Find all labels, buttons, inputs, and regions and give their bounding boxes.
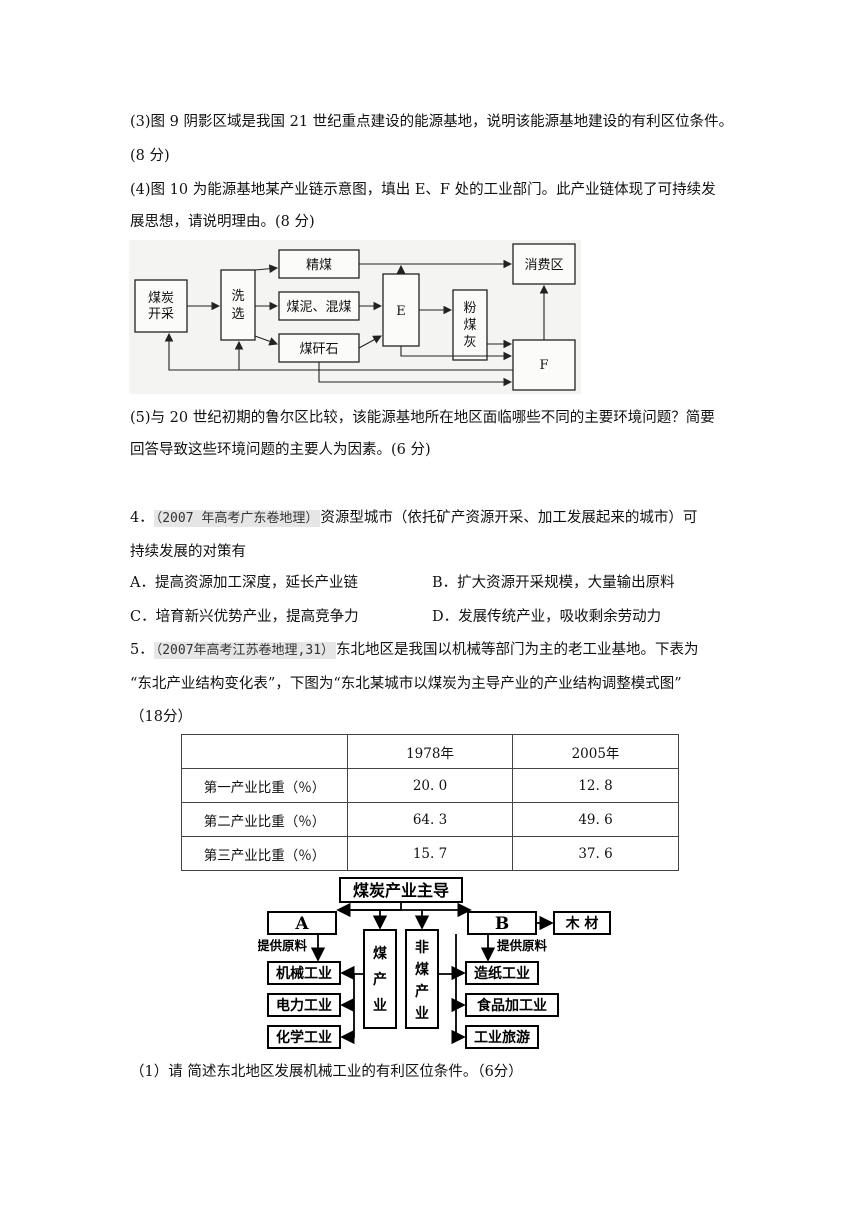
- box-ash: [452, 289, 488, 361]
- q3-part5-line2: 回答导致这些环境问题的主要人为因素。(6 分): [130, 442, 431, 458]
- q4-text-line1: 资源型城市（依托矿产资源开采、加工发展起来的城市）可: [320, 510, 698, 526]
- label-gangue: 煤矸石: [299, 342, 338, 357]
- table-row: 第三产业比重（％） 15. 7 37. 6: [181, 836, 679, 871]
- table-header-cell: 2005年: [512, 734, 679, 769]
- box-paper: [465, 961, 539, 985]
- box-slurry: [278, 291, 360, 321]
- label-consumer: 消费区: [524, 258, 563, 273]
- table-header-cell: [181, 734, 348, 769]
- label-power: 电力工业: [276, 997, 332, 1014]
- box-consumer: [512, 243, 576, 285]
- q3-part5-line1: (5)与 20 世纪初期的鲁尔区比较，该能源基地所在地区面临哪些不同的主要环境问…: [130, 410, 715, 426]
- industry-chain-diagram: 煤炭 开采 洗 选 精煤 煤泥、混煤 煤矸石 E 粉 煤 灰 消费区 F: [129, 240, 581, 394]
- q4-text-line2: 持续发展的对策有: [130, 544, 246, 560]
- q5-text-line2: “东北产业结构变化表”，下图为“东北某城市以煤炭为主导产业的产业结构调整模式图”: [130, 676, 682, 692]
- label-noncoal-4: 业: [415, 1006, 429, 1022]
- table-cell: 20. 0: [347, 768, 513, 803]
- label-coal-ind-3: 业: [373, 998, 387, 1014]
- label-coal-ind-2: 产: [373, 971, 387, 988]
- q5-source-tag: （2007年高考江苏卷地理,31）: [153, 642, 337, 659]
- label-washing-1: 洗: [231, 289, 244, 304]
- label-A: A: [294, 914, 309, 934]
- table-cell: 49. 6: [512, 802, 679, 837]
- q4-option-c: C．培育新兴优势产业，提高竞争力: [130, 609, 359, 625]
- box-food: [465, 993, 559, 1017]
- q3-part4-line2: 展思想，请说明理由。(8 分): [130, 214, 315, 230]
- q4-option-d: D．发展传统产业，吸收剩余劳动力: [432, 609, 662, 625]
- label-fine-coal: 精煤: [306, 258, 332, 273]
- table-cell: 12. 8: [512, 768, 679, 803]
- box-wood: [553, 911, 611, 935]
- q5-line1: 5．（2007年高考江苏卷地理,31）东北地区是我国以机械等部门为主的老工业基地…: [130, 640, 699, 661]
- label-coal-ind-1: 煤: [373, 945, 388, 962]
- box-power: [267, 993, 341, 1017]
- q4-line1: 4．（2007 年高考广东卷地理）资源型城市（依托矿产资源开采、加工发展起来的城…: [130, 508, 697, 529]
- label-F: F: [539, 358, 548, 373]
- label-noncoal-2: 煤: [415, 961, 430, 978]
- table-cell: 37. 6: [512, 836, 679, 871]
- label-mining-2: 开采: [148, 307, 174, 322]
- label-wood: 木 材: [565, 915, 599, 932]
- box-non-coal-industry: [405, 929, 439, 1029]
- box-coal-leading: [339, 877, 463, 903]
- industry-structure-table: 1978年 2005年 第一产业比重（％） 20. 0 12. 8 第二产业比重…: [181, 734, 679, 871]
- box-machinery: [267, 961, 341, 985]
- label-machinery: 机械工业: [276, 965, 332, 982]
- q4-number: 4．: [130, 510, 154, 526]
- q5-text-line3: （18分）: [130, 709, 192, 725]
- table-cell: 第二产业比重（％）: [181, 802, 348, 837]
- box-fine-coal: [278, 249, 360, 279]
- label-B: B: [495, 914, 509, 934]
- label-mining-1: 煤炭: [148, 291, 174, 306]
- label-noncoal-1: 非: [415, 939, 429, 956]
- table-row: 第一产业比重（％） 20. 0 12. 8: [181, 768, 679, 803]
- coal-restructuring-diagram: 煤炭产业主导 A B 木 材 提供原料 提供原料 煤 产 业 非 煤 产 业 机…: [258, 877, 611, 1049]
- table-row: 第二产业比重（％） 64. 3 49. 6: [181, 802, 679, 837]
- box-gangue: [278, 333, 360, 363]
- label-food: 食品加工业: [477, 997, 547, 1014]
- table-header-row: 1978年 2005年: [181, 734, 679, 769]
- table-cell: 64. 3: [347, 802, 513, 837]
- q3-part3-line2: (8 分): [130, 148, 170, 164]
- label-paper: 造纸工业: [474, 965, 530, 982]
- label-washing-2: 选: [231, 307, 244, 322]
- q5-number: 5．: [130, 642, 154, 658]
- label-noncoal-3: 产: [415, 983, 429, 1000]
- box-A: [267, 911, 337, 935]
- box-F: [512, 339, 576, 391]
- label-ash-3: 灰: [463, 335, 476, 350]
- box-coal-industry: [363, 929, 397, 1029]
- table-header-cell: 1978年: [347, 734, 513, 769]
- box-mining: [134, 279, 188, 333]
- q3-part3-line1: (3)图 9 阴影区域是我国 21 世纪重点建设的能源基地，说明该能源基地建设的…: [130, 114, 734, 130]
- label-slurry: 煤泥、混煤: [286, 300, 351, 315]
- table-cell: 第三产业比重（％）: [181, 836, 348, 871]
- table-cell: 15. 7: [347, 836, 513, 871]
- label-supply-left: 提供原料: [258, 938, 307, 953]
- q4-source-tag: （2007 年高考广东卷地理）: [153, 510, 321, 527]
- label-ash-1: 粉: [463, 301, 476, 316]
- q4-option-a: A．提高资源加工深度，延长产业链: [130, 575, 358, 591]
- box-chemical: [267, 1025, 341, 1049]
- label-ash-2: 煤: [463, 318, 476, 333]
- label-tourism: 工业旅游: [474, 1029, 530, 1046]
- q3-part4-line1: (4)图 10 为能源基地某产业链示意图，填出 E、F 处的工业部门。此产业链体…: [130, 182, 716, 198]
- q5-sub1: （1）请 简述东北地区发展机械工业的有利区位条件。（6分）: [130, 1064, 523, 1080]
- table-cell: 第一产业比重（％）: [181, 768, 348, 803]
- q4-option-b: B．扩大资源开采规模，大量输出原料: [432, 575, 675, 591]
- box-tourism: [465, 1025, 539, 1049]
- box-washing: [220, 269, 256, 341]
- label-E: E: [396, 304, 406, 319]
- q5-text-line1: 东北地区是我国以机械等部门为主的老工业基地。下表为: [336, 642, 699, 658]
- label-chemical: 化学工业: [276, 1029, 332, 1046]
- label-coal-leading: 煤炭产业主导: [353, 881, 449, 900]
- label-supply-right: 提供原料: [497, 938, 548, 953]
